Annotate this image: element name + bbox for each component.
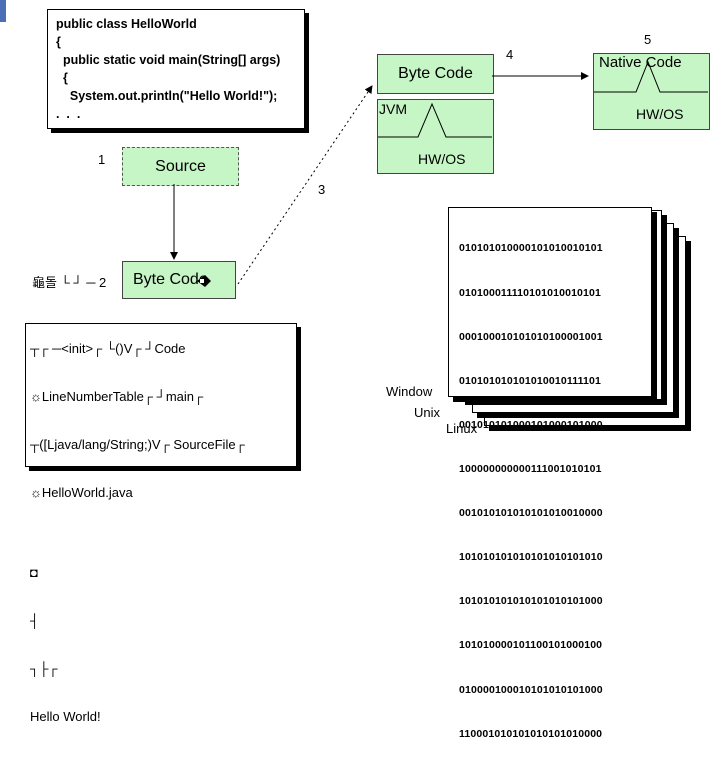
step-number-3: 3: [318, 182, 326, 197]
code-line: public static void main(String[] args): [56, 53, 281, 67]
jvm-hwos-label: HW/OS: [418, 151, 466, 167]
bytecode-label: Byte Code: [133, 271, 208, 288]
step-number-4: 4: [506, 47, 514, 62]
class-file-header-text: 龜돌 └ ┘ ─ 2: [32, 275, 107, 290]
binary-line: 000100010101010100001001: [459, 330, 603, 343]
code-line: {: [56, 71, 68, 85]
class-file-line: ◘: [30, 565, 38, 580]
class-file-line: ┤: [30, 613, 40, 628]
os-label-window: Window: [386, 384, 433, 399]
bytecode-box-loaded: Byte Code: [377, 54, 494, 94]
native-code-label: Native Code: [599, 54, 682, 71]
binary-line: 110001010101010101010000: [459, 727, 603, 740]
code-line: public class HelloWorld: [56, 17, 197, 31]
code-line: System.out.println("Hello World!");: [56, 89, 278, 103]
step-number-5: 5: [644, 32, 652, 47]
native-layer-bump: [594, 60, 708, 93]
binary-line: 101010101010101010101010: [459, 551, 603, 564]
binary-line: 010101010101010010111101: [459, 374, 602, 387]
binary-text: 010101010000101010010101 010100011110101…: [459, 212, 603, 771]
native-hwos-label: HW/OS: [636, 106, 684, 122]
class-file-line: ┐├┌: [30, 661, 58, 676]
class-file-line: Hello World!: [30, 709, 101, 724]
binary-line: 101010101010101010101000: [459, 595, 603, 608]
class-file-text: ┬┌ ─<init>┌ └()V┌ ┘Code ☼LineNumberTable…: [30, 309, 245, 741]
binary-line: 010101010000101010010101: [459, 242, 603, 255]
binary-line: 010000100010101010101000: [459, 683, 603, 696]
binary-line: 001010101000101000101000: [459, 418, 603, 431]
arrow-bytecode-to-jvm: [237, 85, 373, 285]
os-label-unix: Unix: [414, 405, 441, 420]
binary-line: 010100011110101010010101: [459, 286, 602, 299]
cursor-icon: [197, 275, 211, 287]
binary-line: 101010000101100101000100: [459, 639, 603, 652]
accent-bar: [0, 0, 6, 22]
class-file-line: ┬([Ljava/lang/String;)V┌ SourceFile┌: [30, 437, 245, 452]
java-source-card: public class HelloWorld { public static …: [47, 9, 305, 129]
code-line: . . .: [56, 107, 81, 121]
source-box: Source: [122, 147, 239, 186]
class-file-line: ☼HelloWorld.java: [30, 485, 133, 500]
code-line: {: [56, 35, 61, 49]
binary-card-front: 010101010000101010010101 010100011110101…: [448, 207, 652, 740]
class-file-card: [25, 323, 297, 467]
bytecode-box-compiled: Byte Code: [122, 261, 236, 299]
os-label-linux: Linux: [446, 421, 478, 436]
step-number-1: 1: [98, 152, 106, 167]
class-file-line: ☼LineNumberTable┌ ┘main┌: [30, 389, 204, 404]
bytecode-label-top: Byte Code: [398, 65, 473, 82]
jvm-layer-bump: [378, 102, 492, 138]
diagram-lines: [170, 60, 708, 287]
jvm-label: JVM: [379, 101, 407, 117]
class-file-line: ┬┌ ─<init>┌ └()V┌ ┘Code: [30, 341, 186, 356]
source-label: Source: [155, 157, 206, 175]
binary-line: 100000000000111001010101: [459, 462, 602, 475]
binary-line: 001010101010101010010000: [459, 507, 603, 520]
